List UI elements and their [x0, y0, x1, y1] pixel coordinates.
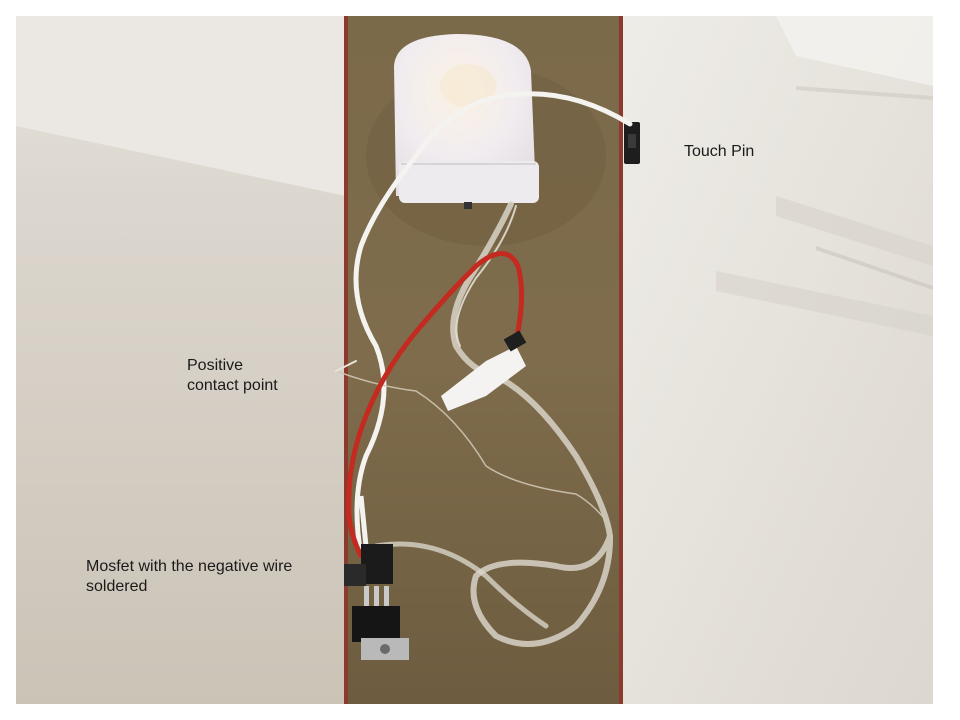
clear-wires	[335, 201, 614, 647]
tap-light	[394, 34, 539, 209]
label-mosfet: Mosfet with the negative wire soldered	[86, 558, 293, 595]
red-wire	[346, 251, 525, 559]
mosfet	[344, 544, 409, 660]
label-positive-contact-point: Positive contact point	[187, 357, 278, 394]
label-touch-pin: Touch Pin	[684, 143, 755, 160]
white-wire	[353, 91, 633, 559]
touch-pin-clip	[624, 122, 640, 164]
white-tape	[441, 330, 527, 411]
circuit-photo	[16, 16, 933, 704]
